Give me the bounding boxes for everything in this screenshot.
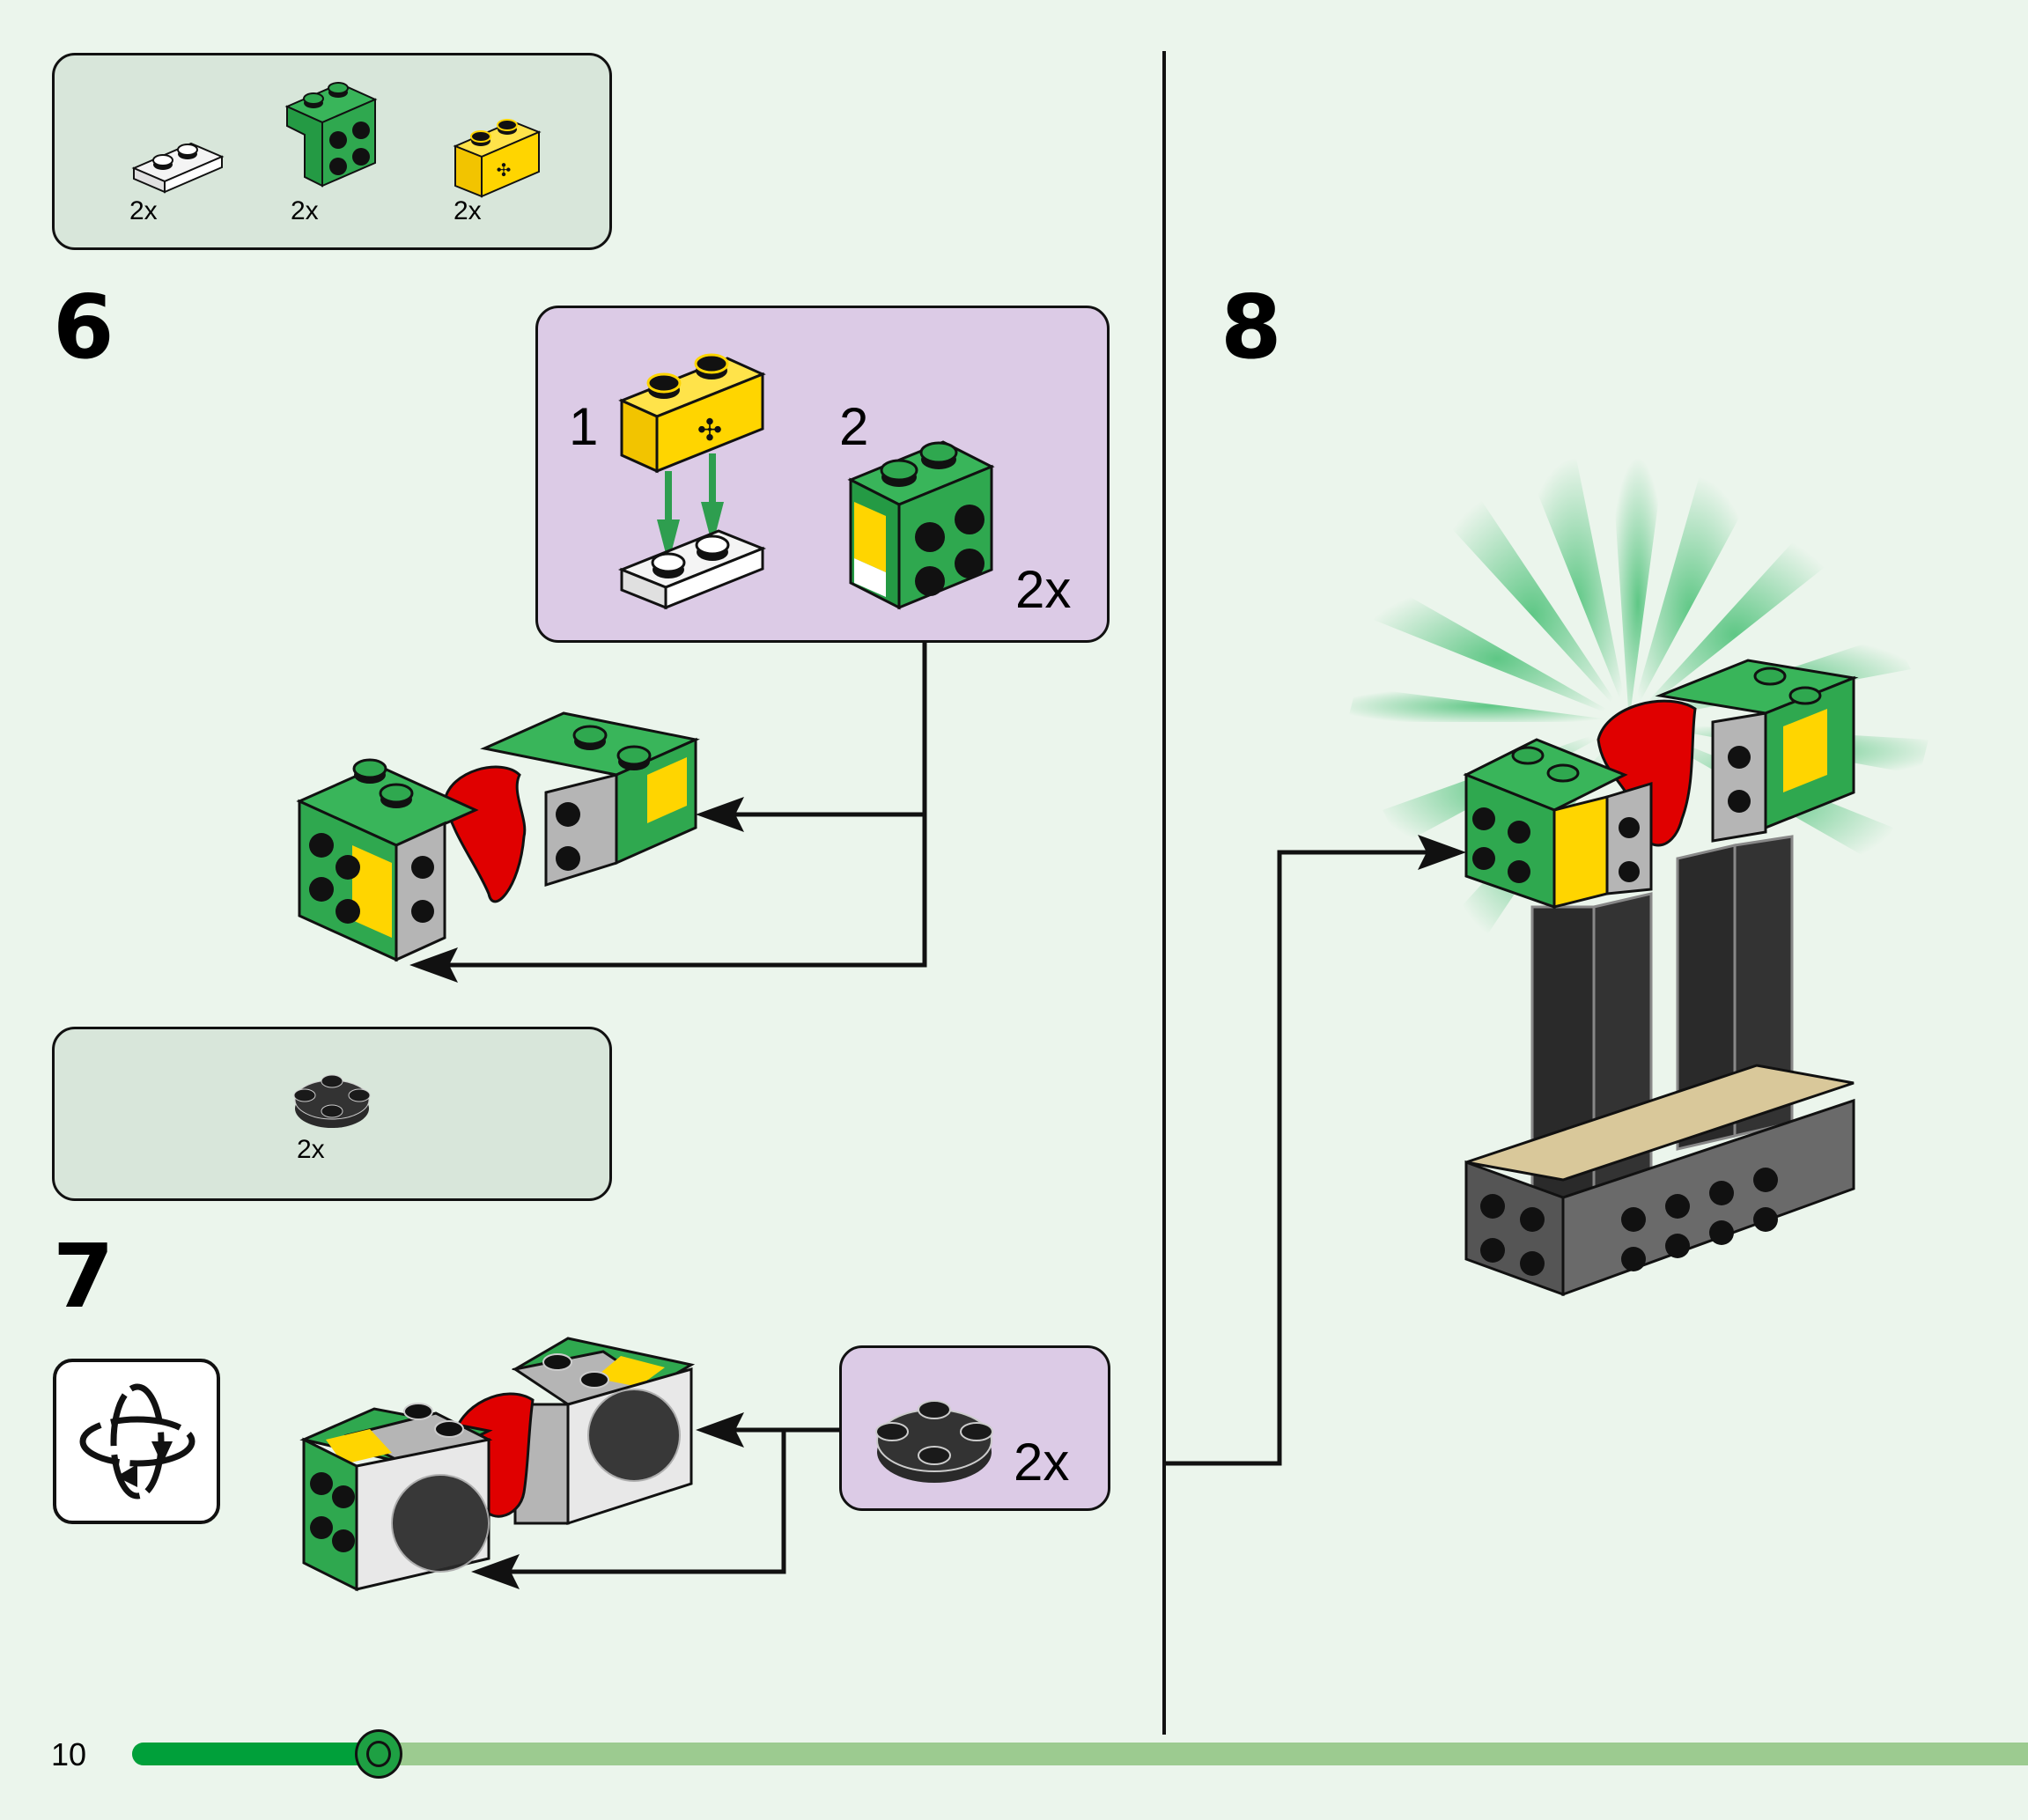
substep2-illustration bbox=[847, 440, 995, 610]
step7-assembly-illustration bbox=[299, 1337, 696, 1592]
step6-sub-build: 1 ✣ 2 2x bbox=[535, 306, 1110, 643]
substep1-illustration: ✣ bbox=[617, 353, 767, 610]
arrow-icon bbox=[409, 947, 458, 983]
rotate-model-button bbox=[53, 1359, 220, 1524]
progress-bar-fill bbox=[132, 1743, 379, 1765]
step8-assembly-illustration bbox=[1463, 659, 1859, 1297]
arrow-icon bbox=[1418, 835, 1466, 870]
yellow-technic-brick-icon: ✣ bbox=[453, 119, 542, 198]
part-qty: 2x bbox=[129, 196, 158, 225]
step-number: 7 bbox=[53, 1225, 114, 1328]
arrow-icon bbox=[696, 797, 744, 832]
sub-build-multiplier: 2x bbox=[1015, 560, 1072, 619]
black-round-plate-icon bbox=[875, 1400, 993, 1483]
svg-text:✣: ✣ bbox=[697, 413, 723, 448]
svg-text:✣: ✣ bbox=[497, 159, 512, 181]
page-number: 10 bbox=[51, 1736, 87, 1772]
column-divider bbox=[1162, 51, 1166, 1735]
step7-sub-build: 2x bbox=[839, 1345, 1110, 1511]
arrow-icon bbox=[471, 1554, 520, 1589]
substep-number: 2 bbox=[839, 397, 869, 456]
part-qty: 2x bbox=[297, 1135, 325, 1164]
green-arrow-icon bbox=[657, 453, 724, 564]
step7-parts-list: 2x bbox=[52, 1027, 612, 1201]
progress-bar bbox=[132, 1743, 2028, 1765]
part-qty: 2x bbox=[291, 196, 319, 225]
step-number: 6 bbox=[53, 276, 114, 379]
sub-build-multiplier: 2x bbox=[1014, 1433, 1070, 1492]
step-number: 8 bbox=[1220, 276, 1282, 379]
rotate-model-icon bbox=[79, 1383, 195, 1499]
green-bracket-icon bbox=[284, 82, 378, 188]
arrow-icon bbox=[696, 1412, 744, 1448]
step6-parts-list: 2x 2x ✣ 2x bbox=[52, 53, 612, 250]
progress-knob-icon bbox=[354, 1729, 402, 1779]
step6-assembly-illustration bbox=[296, 711, 700, 962]
black-round-plate-icon bbox=[293, 1074, 371, 1128]
part-qty: 2x bbox=[454, 196, 482, 225]
white-plate-1x2-icon bbox=[131, 142, 225, 194]
substep-number: 1 bbox=[569, 397, 599, 456]
